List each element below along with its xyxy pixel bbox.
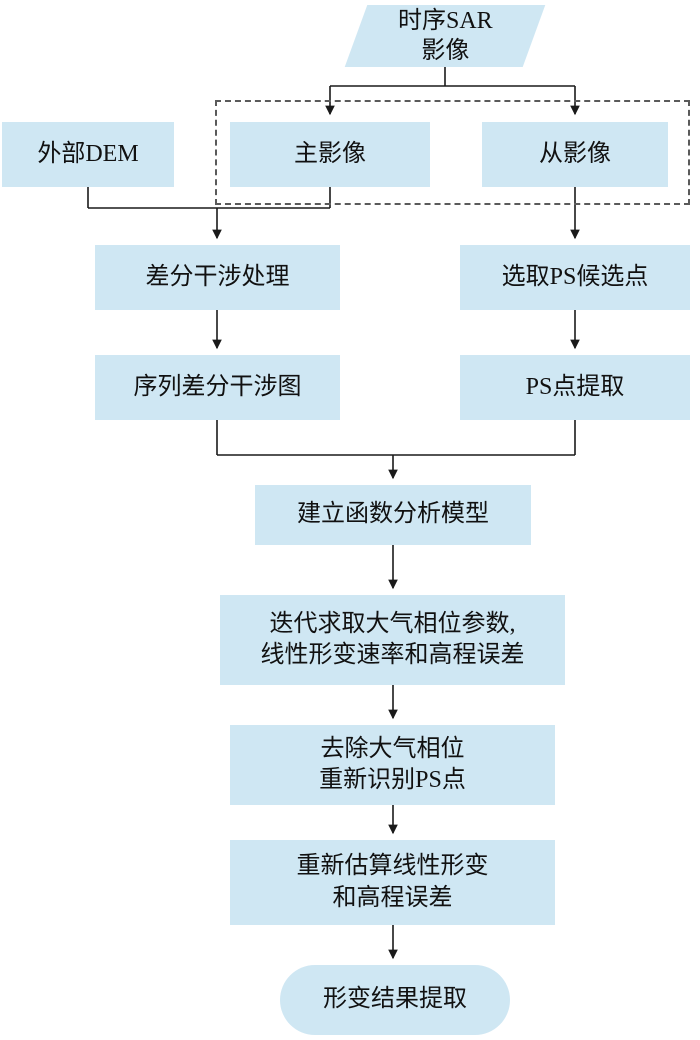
node-slave-image-label: 从影像 (539, 140, 611, 167)
node-iterate-params-line2: 线性形变速率和高程误差 (260, 642, 525, 668)
node-reestimate: 重新估算线性形变 和高程误差 (230, 840, 555, 925)
node-select-ps-candidates: 选取PS候选点 (460, 245, 690, 310)
node-result-label: 形变结果提取 (323, 986, 467, 1013)
node-sar-images: 时序SAR 影像 (344, 5, 546, 67)
node-diff-processing: 差分干涉处理 (95, 245, 340, 310)
node-remove-atmosphere: 去除大气相位 重新识别PS点 (230, 725, 555, 805)
image-pair-group-border (215, 100, 690, 205)
node-sar-images-line2: 影像 (421, 38, 469, 64)
node-iterate-params: 迭代求取大气相位参数, 线性形变速率和高程误差 (220, 595, 565, 685)
node-remove-atmosphere-line2: 重新识别PS点 (319, 767, 466, 793)
node-build-model: 建立函数分析模型 (255, 485, 531, 545)
node-slave-image: 从影像 (482, 122, 668, 187)
node-external-dem: 外部DEM (2, 122, 174, 187)
node-sar-images-text: 时序SAR 影像 (398, 6, 493, 66)
node-ps-extraction: PS点提取 (460, 355, 690, 420)
node-diff-processing-label: 差分干涉处理 (145, 263, 290, 290)
node-remove-atmosphere-line1: 去除大气相位 (320, 735, 465, 762)
node-sar-images-line1: 时序SAR (397, 8, 493, 34)
node-master-image-label: 主影像 (294, 140, 366, 167)
node-interferogram-series: 序列差分干涉图 (95, 355, 340, 420)
node-result: 形变结果提取 (280, 965, 510, 1035)
node-reestimate-line2: 和高程误差 (332, 884, 453, 911)
node-ps-extraction-label: PS点提取 (525, 373, 625, 400)
node-build-model-label: 建立函数分析模型 (297, 501, 489, 528)
node-iterate-params-line1: 迭代求取大气相位参数, (269, 610, 516, 637)
node-reestimate-line1: 重新估算线性形变 (296, 853, 489, 880)
node-select-ps-candidates-label: 选取PS候选点 (501, 263, 649, 290)
node-master-image: 主影像 (230, 122, 430, 187)
node-external-dem-label: 外部DEM (37, 140, 139, 167)
node-interferogram-series-label: 序列差分干涉图 (133, 373, 302, 400)
